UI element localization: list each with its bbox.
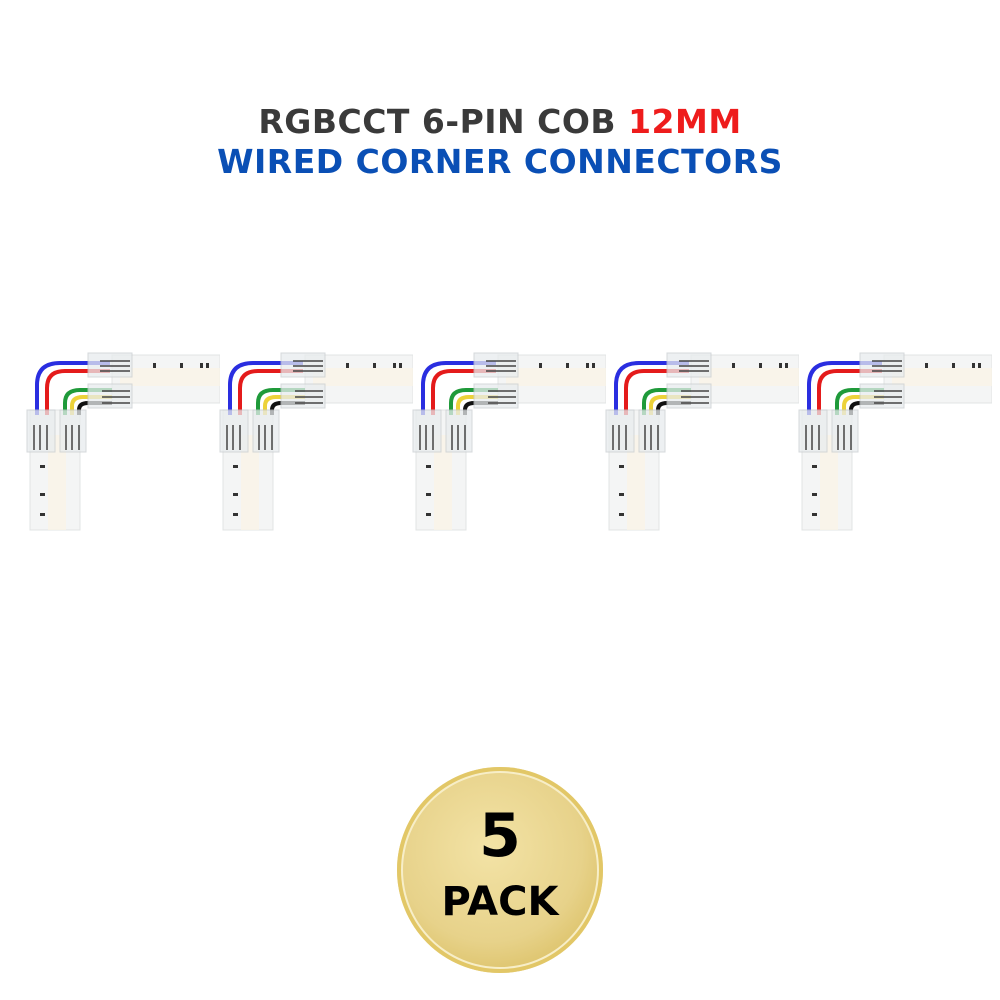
corner-connector-3 <box>411 351 606 532</box>
badge-number: 5 <box>479 801 521 871</box>
pack-count-badge: 5 PACK <box>397 767 603 973</box>
title-prefix: RGBCCT 6-PIN COB <box>258 102 629 141</box>
corner-connector-4 <box>604 351 799 532</box>
badge-label: PACK <box>441 879 559 925</box>
product-title-line2: WIRED CORNER CONNECTORS <box>217 142 783 181</box>
corner-connector-1 <box>25 351 220 532</box>
title-size-highlight: 12MM <box>628 102 742 141</box>
product-title-line1: RGBCCT 6-PIN COB 12MM <box>0 102 1000 141</box>
corner-connector-5 <box>797 351 992 532</box>
corner-connector-2 <box>218 351 413 532</box>
